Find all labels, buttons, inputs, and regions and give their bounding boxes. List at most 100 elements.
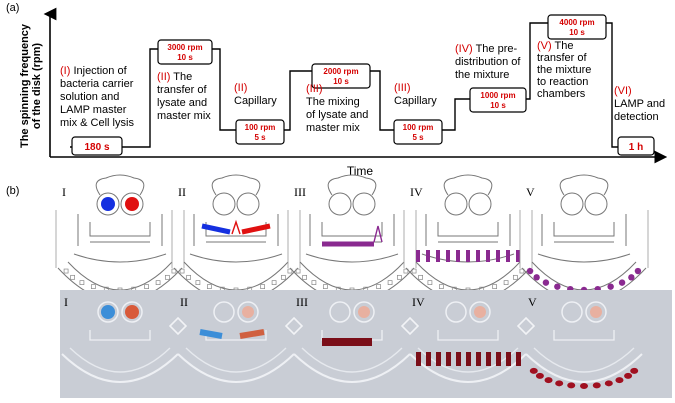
photo-red-fill (239, 329, 265, 339)
photo-chip-edge (185, 347, 287, 373)
speed-box-line2: 10 s (177, 53, 193, 62)
stage-label-line: of lysate and (306, 109, 368, 121)
photo-blue-fill (199, 329, 223, 339)
stage-label-line: chambers (537, 88, 586, 100)
photo-reaction-fill (529, 367, 538, 374)
reaction-chamber (179, 268, 185, 274)
chip-illustration: I (55, 174, 185, 302)
predistribution-chamber-fill (456, 250, 460, 262)
red-channel-fill (241, 223, 271, 235)
chip-stage-label: III (294, 185, 306, 199)
stage-label-line: bacteria carrier (60, 78, 134, 90)
reaction-chamber (503, 280, 509, 285)
reaction-chamber-fill (618, 279, 626, 286)
chip-outline (519, 174, 649, 302)
speed-box-frame (469, 87, 527, 113)
photo-reaction-fill (544, 377, 553, 384)
speed-box-line1: 180 s (84, 142, 109, 153)
speed-box-frame (617, 136, 655, 156)
chip-stage-label: I (62, 185, 66, 199)
stage-numeral: (III) (306, 83, 323, 95)
predistribution-chamber-fill (436, 250, 440, 262)
reaction-chamber (403, 268, 409, 274)
photo-chip-edge (525, 353, 643, 383)
red-droplet (125, 197, 139, 211)
photo-predistribution-fill (506, 352, 511, 366)
stage-label: (III)Capillary (394, 82, 437, 107)
reaction-chamber-fill (533, 274, 540, 281)
timeline-diagram: The spinning frequency of the disk (rpm)… (19, 7, 668, 178)
photo-chamber (561, 301, 583, 323)
photo-predistribution-fill (486, 352, 491, 366)
reaction-chamber (186, 274, 192, 280)
photo-stage-label: IV (412, 295, 425, 309)
y-axis-title-line1: The spinning frequency (19, 23, 31, 148)
photo-chip-edge (69, 347, 171, 373)
reaction-chamber (164, 274, 170, 280)
photo-predistribution-fill (516, 352, 521, 366)
photo-chip-edge (61, 353, 179, 383)
stage-label-line: Capillary (234, 95, 277, 107)
speed-box-line2: 10 s (490, 101, 506, 110)
predistribution-chamber-fill (416, 250, 420, 262)
chip-outline (171, 174, 301, 302)
stage-label-line: The mixing (306, 96, 360, 108)
stage-label-line: the mixture (537, 64, 591, 76)
photo-reaction-fill (555, 380, 564, 387)
stage-numeral: (I) (60, 65, 70, 77)
photo-chip-edge (301, 347, 403, 373)
stage-numeral: (III) (394, 82, 411, 94)
photo-channel (437, 330, 499, 341)
photo-reaction-fill (630, 367, 639, 374)
stage-text: The pre- (473, 43, 518, 55)
photo-stage-label: I (64, 295, 68, 309)
stage-label-line: (I) Injection of (60, 65, 128, 77)
stage-label-line: Capillary (394, 95, 437, 107)
photo-predistribution-fill (456, 352, 461, 366)
reaction-chamber (427, 280, 433, 285)
photo-chamber (237, 301, 259, 323)
photo-predistribution-fill (416, 352, 421, 366)
reaction-chamber (155, 280, 161, 285)
photo-chamber (329, 301, 351, 323)
photo-diamond-mark (516, 316, 536, 336)
panel-b-label: (b) (6, 185, 20, 197)
reaction-chamber (519, 268, 525, 274)
reaction-chamber (396, 274, 402, 280)
speed-box-frame (235, 119, 285, 145)
stage-label-line: (V) The (537, 40, 573, 52)
stage-label-line: (VI) (614, 85, 632, 97)
stage-label-line: (IV) The pre- (455, 43, 518, 55)
photo-chip-edge (293, 353, 411, 383)
stage-label-line: the mixture (455, 69, 509, 81)
chip-illustration: V (519, 174, 649, 302)
stage-numeral: (II) (157, 71, 170, 83)
capillary-valve (373, 225, 383, 243)
stage-text: The (170, 71, 192, 83)
stage-numeral: (VI) (614, 85, 632, 97)
stage-label-line: transfer of (537, 52, 587, 64)
chip-photo: II (177, 295, 304, 383)
chip-outline (403, 174, 533, 302)
reaction-chamber (287, 268, 293, 274)
stage-label-line: (II) (234, 82, 247, 94)
stage-label-line: detection (614, 111, 659, 123)
photo-chamber (353, 301, 375, 323)
photo-predistribution-fill (426, 352, 431, 366)
photo-predistribution-fill (466, 352, 471, 366)
speed-box: 1 h (617, 136, 655, 156)
photo-reaction-fill (624, 372, 633, 379)
stage-label-line: to reaction (537, 76, 588, 88)
blue-channel-fill (201, 223, 231, 235)
photo-diamond-mark (284, 316, 304, 336)
photo-chip-edge (533, 347, 635, 373)
reaction-chamber-fill (634, 267, 642, 275)
predistribution-chamber-fill (496, 250, 500, 262)
speed-box-frame (393, 119, 443, 145)
